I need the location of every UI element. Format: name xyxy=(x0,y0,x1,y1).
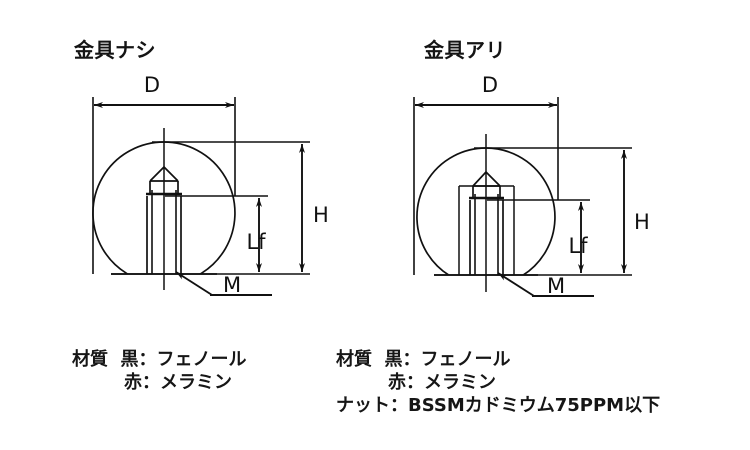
left-label-d: D xyxy=(144,73,160,97)
right-figure-graphic: D H Lf M xyxy=(402,73,650,315)
left-label-m: M xyxy=(223,273,241,297)
left-thread-cone-apex xyxy=(149,165,179,182)
left-ball-bottom-mask xyxy=(80,274,260,314)
left-figure-graphic: D H Lf M xyxy=(80,73,329,314)
right-thread-cone-apex xyxy=(472,170,501,187)
right-label-lf: Lf xyxy=(568,234,588,258)
left-label-h: H xyxy=(313,203,329,227)
left-notes-line1: 材質 黒：フェノール xyxy=(72,348,247,371)
right-figure-notes: 材質 黒：フェノール 赤：メラミン ナット：BSSMカドミウム75PPM以下 xyxy=(336,348,660,417)
right-notes-material-label: 材質 xyxy=(336,349,372,370)
left-leader-line-m xyxy=(175,271,213,296)
left-figure-title: 金具ナシ xyxy=(74,38,156,62)
left-notes-black: 黒：フェノール xyxy=(120,349,247,370)
right-label-h: H xyxy=(634,210,650,234)
right-notes-nut: ナット：BSSMカドミウム75PPM以下 xyxy=(336,395,661,416)
right-ball-bottom-mask xyxy=(402,275,582,315)
right-notes-black: 黒：フェノール xyxy=(384,349,511,370)
right-label-d: D xyxy=(482,73,498,97)
left-notes-material-label: 材質 xyxy=(72,349,108,370)
right-notes-red: 赤：メラミン xyxy=(388,372,496,393)
right-label-m: M xyxy=(547,274,565,298)
left-label-lf: Lf xyxy=(246,230,266,254)
right-figure-title: 金具アリ xyxy=(424,38,506,62)
left-figure-notes: 材質 黒：フェノール 赤：メラミン xyxy=(72,348,247,394)
left-notes-red: 赤：メラミン xyxy=(124,372,232,393)
right-notes-line1: 材質 黒：フェノール xyxy=(336,348,660,371)
right-leader-line-m xyxy=(497,272,535,297)
